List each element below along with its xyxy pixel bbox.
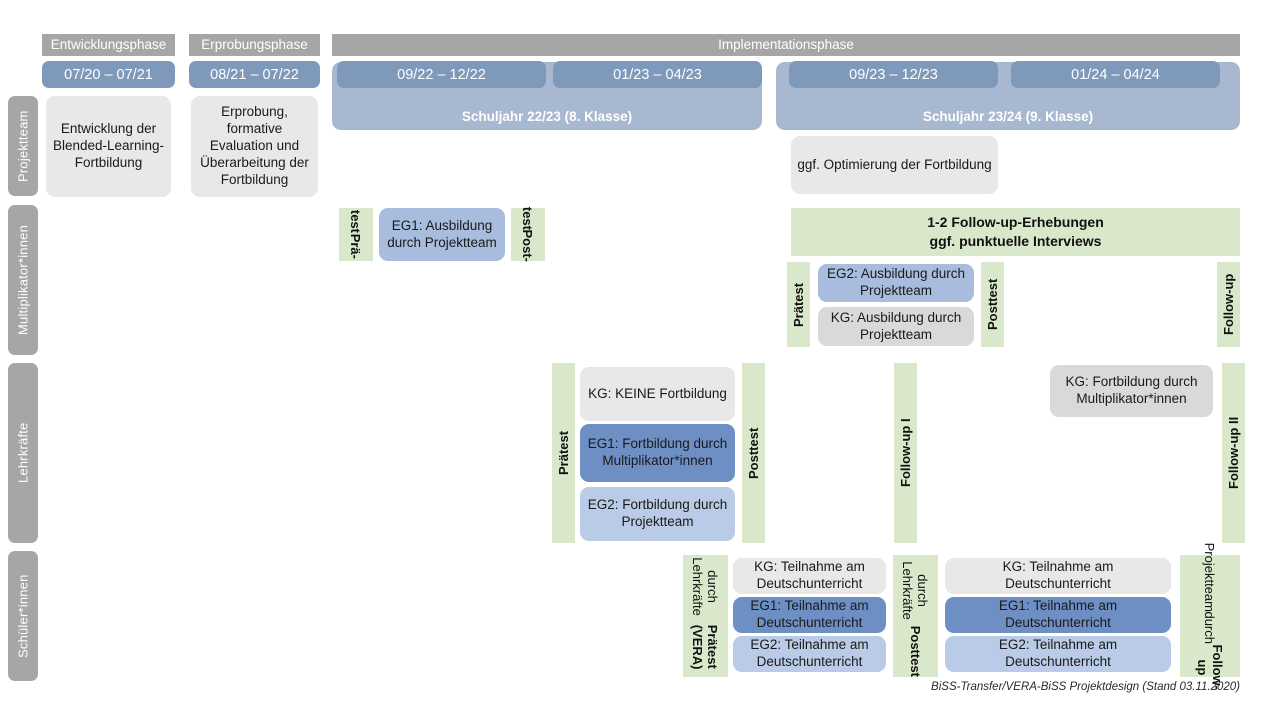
card-entwicklung-fortbildung: Entwicklung der Blended-Learning-Fortbil… [46,96,171,197]
green-praetest-multi-right: Prätest [787,262,810,347]
posttest-line2: test [520,206,536,230]
row-label-multiplikatoren: Multiplikator*innen [8,205,38,355]
green-followup-multi: Follow-up [1217,262,1240,347]
green-praetest-lehrkraefte: Prätest [552,363,575,543]
card-eg2-teilnahme-deutsch-right: EG2: Teilnahme am Deutschunterricht [945,636,1171,672]
date-bar-0123-0423: 01/23 – 04/23 [553,61,762,88]
green-followup2-lehrkraefte: Follow-up II [1222,363,1245,543]
card-kg-ausbildung-projektteam: KG: Ausbildung durch Projektteam [818,307,974,346]
footer-source-note: BiSS-Transfer/VERA-BiSS Projektdesign (S… [931,681,1240,693]
green-band-followup-erhebungen: 1-2 Follow-up-Erhebungen ggf. punktuelle… [791,208,1240,256]
phase-header-implementation: Implementationsphase [332,34,1240,56]
posttest-line1: Post- [520,229,536,263]
date-bar-0720-0721: 07/20 – 07/21 [42,61,175,88]
row-label-lehrkraefte: Lehrkräfte [8,363,38,543]
date-bar-0124-0424: 01/24 – 04/24 [1011,61,1220,88]
praetest-vera-main: Prätest (VERA) [690,624,721,670]
green-posttest-lehrkraefte: Posttest [742,363,765,543]
card-kg-teilnahme-deutsch-left: KG: Teilnahme am Deutschunterricht [733,558,886,594]
card-kg-fortbildung-multiplikatoren: KG: Fortbildung durch Multiplikator*inne… [1050,365,1213,417]
green-followup-schueler: Follow-up durch Projektteam [1180,542,1240,690]
followup-schueler-sub2: Projektteam [1202,542,1218,612]
praetest-vera-sub: durch Lehrkräfte [690,556,721,616]
card-optimierung-fortbildung: ggf. Optimierung der Fortbildung [791,136,998,194]
card-kg-teilnahme-deutsch-right: KG: Teilnahme am Deutschunterricht [945,558,1171,594]
praetest-line1: Prä- [348,233,364,259]
card-eg1-teilnahme-deutsch-left: EG1: Teilnahme am Deutschunterricht [733,597,886,633]
date-bar-0923-1223: 09/23 – 12/23 [789,61,998,88]
followup-band-line1: 1-2 Follow-up-Erhebungen [927,214,1104,231]
card-eg2-ausbildung-projektteam: EG2: Ausbildung durch Projektteam [818,264,974,302]
green-followup1-lehrkraefte: Follow-up I [894,363,917,543]
posttest-schueler-sub: durch Lehrkräfte [900,561,931,620]
green-posttest-multi-left: Post- test [511,206,545,263]
green-praetest-vera-schueler: Prätest (VERA) durch Lehrkräfte [683,555,728,677]
card-kg-keine-fortbildung: KG: KEINE Fortbildung [580,367,735,421]
followup-band-line2: ggf. punktuelle Interviews [929,233,1102,249]
card-eg1-fortbildung-multiplikatoren: EG1: Fortbildung durch Multiplikator*inn… [580,424,735,482]
green-praetest-multi-left: Prä- test [339,208,373,261]
row-label-schueler: Schüler*innen [8,551,38,681]
praetest-line2: test [348,210,364,234]
green-posttest-schueler: Posttest durch Lehrkräfte [893,555,938,677]
card-eg2-teilnahme-deutsch-left: EG2: Teilnahme am Deutschunterricht [733,636,886,672]
card-erprobung-evaluation: Erprobung, formative Evaluation und Über… [191,96,318,197]
posttest-schueler-main: Posttest [908,625,923,677]
card-eg1-ausbildung-projektteam: EG1: Ausbildung durch Projektteam [379,208,505,261]
followup-schueler-sub1: durch [1202,611,1218,645]
card-eg2-fortbildung-projektteam: EG2: Fortbildung durch Projektteam [580,487,735,541]
phase-header-entwicklung: Entwicklungsphase [42,34,175,56]
phase-header-erprobung: Erprobungsphase [189,34,320,56]
green-posttest-multi-right: Posttest [981,262,1004,347]
card-eg1-teilnahme-deutsch-right: EG1: Teilnahme am Deutschunterricht [945,597,1171,633]
date-bar-0821-0722: 08/21 – 07/22 [189,61,320,88]
row-label-projektteam: Projektteam [8,96,38,196]
date-bar-0922-1222: 09/22 – 12/22 [337,61,546,88]
